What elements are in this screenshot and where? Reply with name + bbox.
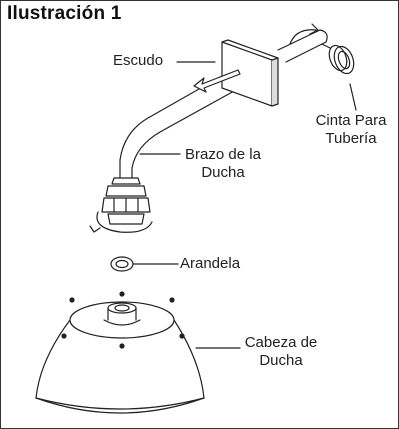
shower-head	[35, 291, 205, 414]
washer-arandela	[110, 256, 134, 272]
cinta-leader	[349, 83, 357, 111]
ball-joint	[101, 177, 151, 225]
label-brazo-line1: Brazo de la	[185, 146, 261, 163]
label-cabeza-line1: Cabeza de	[244, 334, 318, 351]
label-arandela: Arandela	[180, 255, 241, 272]
label-cabeza-line2: Ducha	[259, 352, 303, 369]
tape-rotation-arrow	[289, 23, 319, 45]
slide-arrow	[193, 69, 241, 93]
label-cinta: Cinta Para Tubería	[306, 112, 396, 148]
label-brazo: Brazo de la Ducha	[178, 146, 268, 182]
label-escudo: Escudo	[113, 52, 164, 69]
label-cabeza: Cabeza de Ducha	[238, 334, 324, 370]
label-cinta-line1: Cinta Para	[315, 112, 387, 129]
shower-arm	[119, 29, 328, 181]
figure-title: Ilustración 1	[7, 3, 122, 24]
label-brazo-line2: Ducha	[201, 164, 245, 181]
pipe-tape-roll	[321, 43, 355, 75]
flange-escudo	[221, 39, 279, 107]
nut-rotation-arrow	[89, 211, 153, 233]
label-cinta-line2: Tubería	[325, 130, 377, 147]
